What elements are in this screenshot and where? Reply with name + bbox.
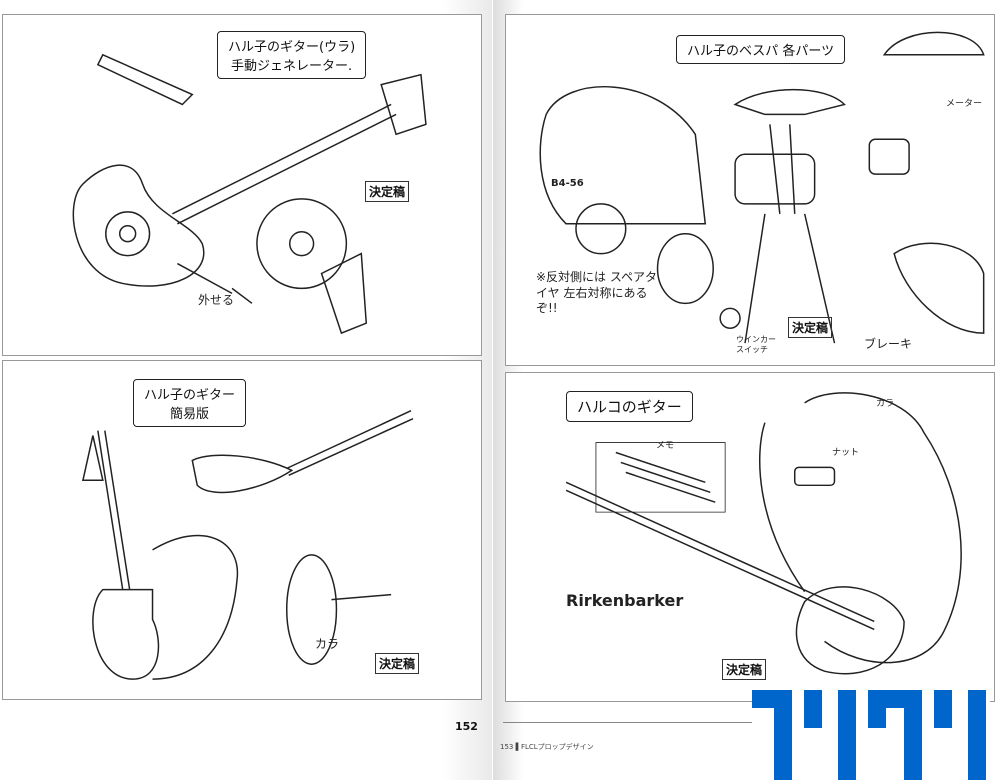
title-note: ハルコのギター (566, 391, 693, 422)
removable-note: 外せる (198, 293, 235, 307)
rickenbacker-sketch (565, 392, 962, 675)
right-page: ハル子のベスパ 各パーツ B4-56 メーター ※反対側には スペアタイヤ 左右… (493, 0, 1000, 780)
winker-note: ウインカー スイッチ (736, 335, 776, 355)
vespa-sketch (539, 31, 985, 344)
license-plate: B4-56 (551, 178, 584, 189)
panel-generator: ハル子のギター(ウラ)手動ジェネレーター. 決定稿 外せる (2, 14, 482, 356)
final-stamp: 決定稿 (722, 659, 767, 680)
logo-graphic (752, 690, 986, 780)
panel-vespa: ハル子のベスパ 各パーツ B4-56 メーター ※反対側には スペアタイヤ 左右… (505, 14, 995, 366)
panel-simple-guitar: ハル子のギター簡易版 決定稿 カラ (2, 360, 482, 700)
simple-guitar-sketch (82, 410, 414, 680)
footer-rule (503, 722, 753, 723)
guitar-generator-sketch (72, 53, 427, 335)
final-stamp: 決定稿 (365, 181, 410, 202)
panel-haruko-guitar: ハルコのギター メモ ナット カラ Rirkenbarker 決定稿 (505, 372, 995, 702)
title-note: ハル子のベスパ 各パーツ (676, 35, 846, 64)
brake-note: ブレーキ (864, 337, 913, 351)
page-number: 152 (455, 720, 478, 733)
footer-text: 153 ▌FLCLプロップデザイン (500, 743, 594, 751)
spare-tire-note: ※反対側には スペアタイヤ 左右対称にあるぞ!! (536, 270, 658, 316)
meter-note: メーター (946, 99, 983, 109)
title-note: ハル子のギター簡易版 (133, 379, 247, 427)
final-stamp: 決定稿 (375, 653, 420, 674)
brand-text: Rirkenbarker (566, 591, 684, 610)
kara-note: カラ (876, 399, 895, 409)
kara-note: カラ (315, 637, 340, 651)
left-page: ハル子のギター(ウラ)手動ジェネレーター. 決定稿 外せる ハル子のギター簡易版… (0, 0, 492, 780)
memo-note: メモ (656, 441, 675, 451)
title-note: ハル子のギター(ウラ)手動ジェネレーター. (217, 31, 367, 79)
final-stamp: 決定稿 (788, 317, 833, 338)
nut-note: ナット (832, 448, 860, 458)
flcl-logo (752, 690, 990, 780)
